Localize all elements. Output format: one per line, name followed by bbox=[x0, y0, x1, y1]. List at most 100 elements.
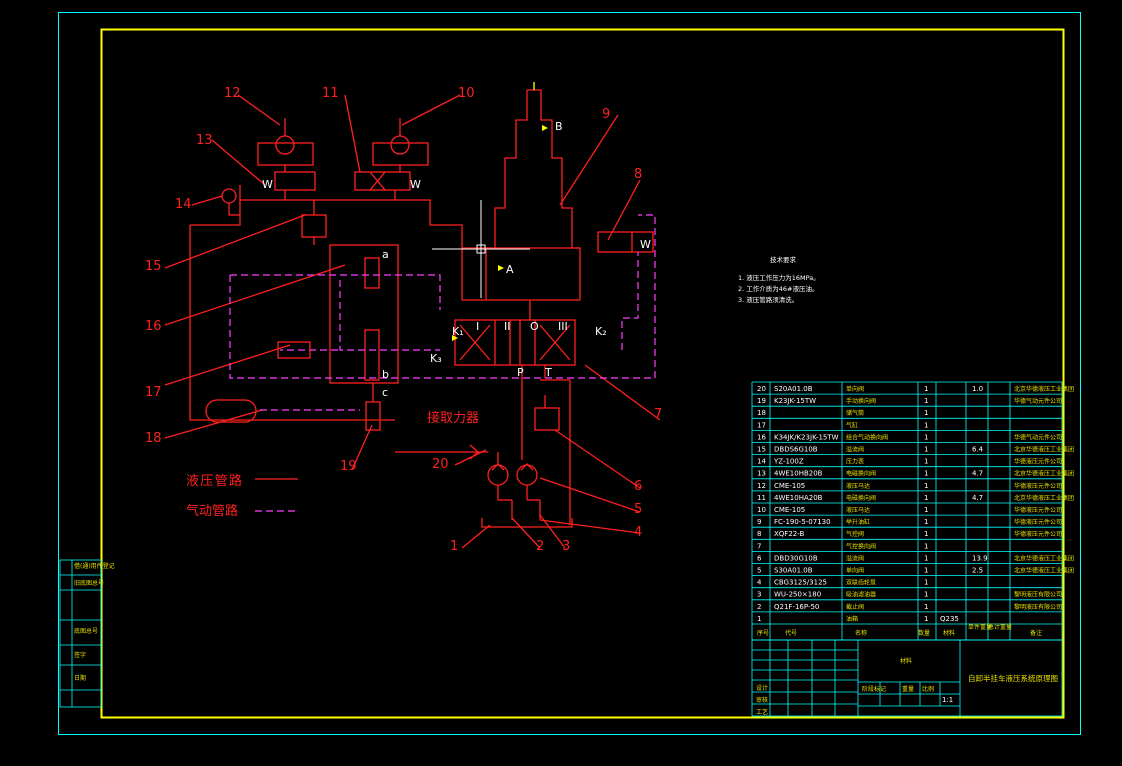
part-qty: 1 bbox=[924, 567, 928, 575]
callout-19: 19 bbox=[340, 459, 357, 474]
lift-cylinder-9 bbox=[461, 82, 581, 320]
part-code: FC-190-5-07130 bbox=[774, 518, 831, 526]
callout-20: 20 bbox=[432, 457, 449, 472]
port-W-8: W bbox=[640, 238, 651, 251]
part-name: 液压马达 bbox=[846, 506, 870, 514]
part-supplier: 华德液压元件公司 bbox=[1014, 482, 1062, 490]
part-weight: Q235 bbox=[940, 615, 959, 623]
tb-process: 工艺 bbox=[756, 708, 768, 716]
part-code: YZ-100Z bbox=[773, 458, 804, 466]
part-weight: 6.4 bbox=[972, 446, 984, 454]
port-K1: K₁ bbox=[452, 325, 464, 338]
part-name: 溢流阀 bbox=[846, 446, 864, 454]
part-name: 吸油滤油器 bbox=[846, 591, 876, 599]
tb-scale: 比例 bbox=[922, 685, 934, 693]
title-block bbox=[751, 639, 1063, 717]
port-W-11: W bbox=[410, 178, 421, 191]
part-qty: 1 bbox=[924, 530, 928, 538]
part-no: 7 bbox=[757, 542, 761, 550]
material-label: 材料 bbox=[900, 657, 912, 665]
part-qty: 1 bbox=[924, 579, 928, 587]
tb-review: 审核 bbox=[756, 696, 768, 704]
part-name: 组合气动换向阀 bbox=[846, 433, 888, 441]
part-no: 16 bbox=[757, 433, 766, 441]
side-approval-table bbox=[59, 559, 102, 708]
part-qty: 1 bbox=[924, 494, 928, 502]
hdr-mat: 材料 bbox=[943, 629, 955, 637]
callout-11: 11 bbox=[322, 86, 339, 101]
part-code: S30A01.0B bbox=[774, 567, 813, 575]
callout-18: 18 bbox=[145, 431, 162, 446]
pneumatic-circuit bbox=[229, 214, 656, 512]
part-no: 15 bbox=[757, 446, 766, 454]
parts-header: 序号 代号 名称 数量 材料 单件重量 总计重量 备注 bbox=[757, 623, 1042, 637]
callout-9: 9 bbox=[602, 107, 610, 122]
part-supplier: 华德液压元件公司 bbox=[1014, 506, 1062, 514]
part-qty: 1 bbox=[924, 433, 928, 441]
callout-1: 1 bbox=[450, 539, 458, 554]
port-B: B bbox=[555, 120, 563, 133]
part-code: DBDS6G10B bbox=[774, 446, 818, 454]
part-supplier: 黎明液压有限公司 bbox=[1014, 603, 1062, 611]
port-c: c bbox=[382, 386, 388, 399]
hdr-name: 名称 bbox=[855, 629, 867, 637]
port-II: II bbox=[504, 320, 511, 333]
side-row-1: 借(通)用件登记 bbox=[74, 562, 115, 570]
part-qty: 1 bbox=[924, 446, 928, 454]
port-P: P bbox=[517, 366, 524, 379]
side-row-3: 底图总号 bbox=[74, 627, 98, 635]
part-name: 压力表 bbox=[846, 458, 864, 466]
part-supplier: 华德气动元件公司 bbox=[1014, 433, 1062, 441]
side-row-4: 签字 bbox=[74, 651, 86, 659]
part-qty: 1 bbox=[924, 385, 928, 393]
part-supplier: 华德液压元件公司 bbox=[1014, 530, 1062, 538]
port-a: a bbox=[382, 248, 389, 261]
flow-arrows bbox=[452, 125, 548, 341]
part-qty: 1 bbox=[924, 470, 928, 478]
part-name: 气控阀 bbox=[846, 530, 864, 538]
hdr-code: 代号 bbox=[785, 629, 797, 637]
part-weight: 2.5 bbox=[972, 567, 983, 575]
part-weight: 13.9 bbox=[972, 554, 988, 562]
callout-10: 10 bbox=[458, 86, 475, 101]
drawing-title: 自卸半挂车液压系统原理图 bbox=[968, 673, 1058, 683]
part-name: 溢流阀 bbox=[846, 554, 864, 562]
crosshair-cursor bbox=[432, 200, 530, 298]
port-K2: K₂ bbox=[595, 325, 607, 338]
part-code: 4WE10HB20B bbox=[774, 470, 823, 478]
part-supplier: 黎明液压有限公司 bbox=[1014, 591, 1062, 599]
part-no: 20 bbox=[757, 385, 766, 393]
part-qty: 1 bbox=[924, 542, 928, 550]
tech-item-3: 3. 液压管路须清洗。 bbox=[738, 295, 798, 304]
side-row-2: 旧底图总号 bbox=[74, 579, 104, 587]
part-no: 19 bbox=[757, 397, 766, 405]
part-name: 单向阀 bbox=[846, 567, 864, 575]
air-cylinder-17 bbox=[277, 341, 311, 359]
part-name: 储气筒 bbox=[846, 409, 864, 417]
scale-value: 1:1 bbox=[942, 696, 953, 704]
part-code: DBD30G10B bbox=[774, 554, 818, 562]
part-code: WU-250×180 bbox=[774, 591, 821, 599]
part-code: K23JK-15TW bbox=[774, 397, 816, 405]
part-qty: 1 bbox=[924, 506, 928, 514]
callout-15: 15 bbox=[145, 259, 162, 274]
part-name: 液压马达 bbox=[846, 482, 870, 490]
part-supplier: 华德液压元件公司 bbox=[1014, 458, 1062, 466]
hydraulic-circuit bbox=[164, 82, 661, 549]
port-b: b bbox=[382, 368, 389, 381]
part-name: 电磁换向阀 bbox=[846, 494, 876, 502]
part-code: S20A01.0B bbox=[774, 385, 813, 393]
hdr-total-wt: 总计重量 bbox=[988, 623, 1012, 631]
callout-13: 13 bbox=[196, 133, 213, 148]
hdr-no: 序号 bbox=[757, 629, 769, 637]
legend-pto: 接取力器 bbox=[427, 410, 479, 426]
part-no: 17 bbox=[757, 421, 766, 429]
part-supplier: 北京华德液压工业集团 bbox=[1014, 446, 1074, 454]
part-name: 气控换向阀 bbox=[846, 542, 876, 550]
part-name: 气缸 bbox=[846, 421, 858, 429]
hdr-unit-wt: 单件重量 bbox=[968, 623, 992, 631]
side-row-5: 日期 bbox=[74, 674, 86, 682]
tb-weight: 重量 bbox=[902, 685, 914, 693]
inner-frame bbox=[100, 28, 1065, 719]
